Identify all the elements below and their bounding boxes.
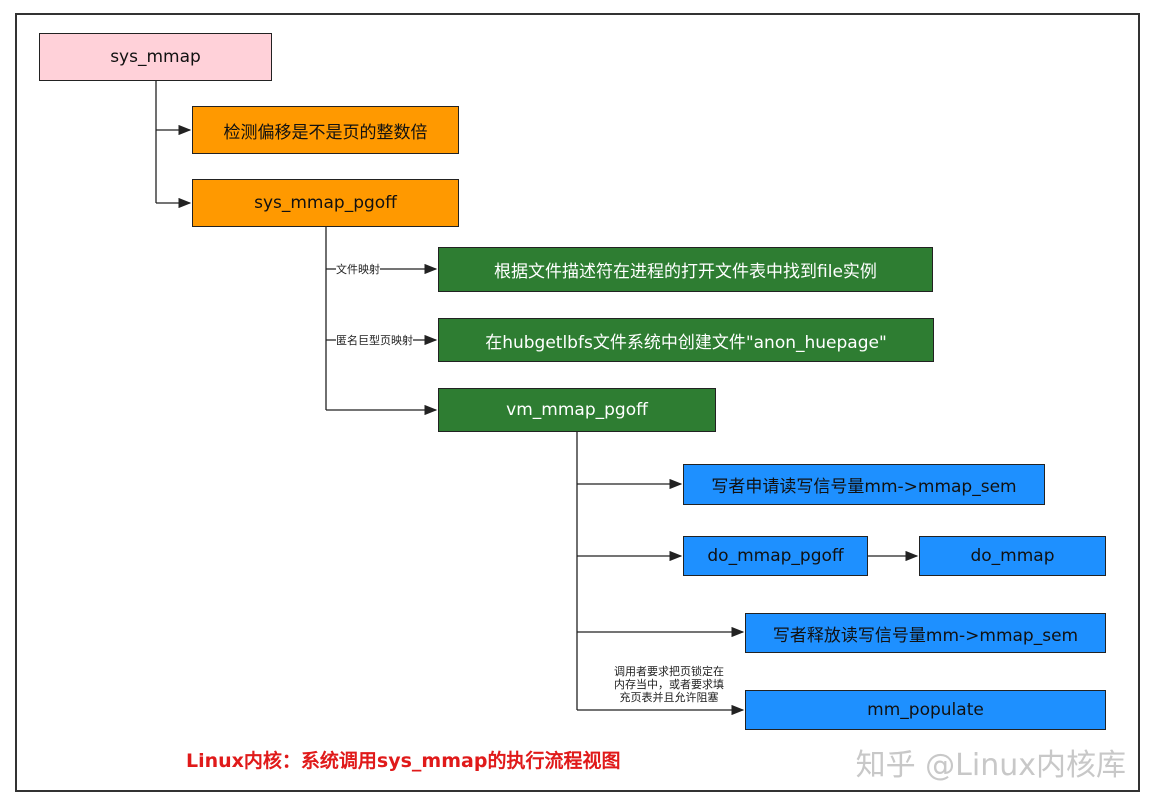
node-vm-mmap-pgoff: vm_mmap_pgoff	[438, 388, 716, 432]
node-down-write: 写者申请读写信号量mm->mmap_sem	[683, 464, 1045, 505]
node-up-write: 写者释放读写信号量mm->mmap_sem	[745, 613, 1106, 653]
watermark: 知乎 @Linux内核库	[855, 748, 1126, 783]
edge-label-anon-huge-mapping: 匿名巨型页映射	[336, 334, 413, 347]
note-mm-populate: 调用者要求把页锁定在 内存当中，或者要求填 充页表并且允许阻塞	[606, 665, 732, 704]
diagram-caption: Linux内核：系统调用sys_mmap的执行流程视图	[186, 750, 621, 772]
edge-label-file-mapping: 文件映射	[336, 263, 380, 276]
node-create-file: 在hubgetlbfs文件系统中创建文件"anon_huepage"	[438, 318, 934, 362]
note-line: 内存当中，或者要求填	[614, 678, 724, 691]
node-check-offset: 检测偏移是不是页的整数倍	[192, 106, 459, 154]
note-line: 调用者要求把页锁定在	[614, 665, 724, 678]
node-sys-mmap: sys_mmap	[39, 33, 272, 81]
node-sys-mmap-pgoff: sys_mmap_pgoff	[192, 179, 459, 227]
node-mm-populate: mm_populate	[745, 690, 1106, 730]
node-do-mmap: do_mmap	[919, 536, 1106, 576]
diagram-frame	[15, 13, 1140, 792]
note-line: 充页表并且允许阻塞	[619, 691, 719, 704]
node-find-file: 根据文件描述符在进程的打开文件表中找到file实例	[438, 247, 933, 292]
node-do-mmap-pgoff: do_mmap_pgoff	[683, 536, 868, 576]
